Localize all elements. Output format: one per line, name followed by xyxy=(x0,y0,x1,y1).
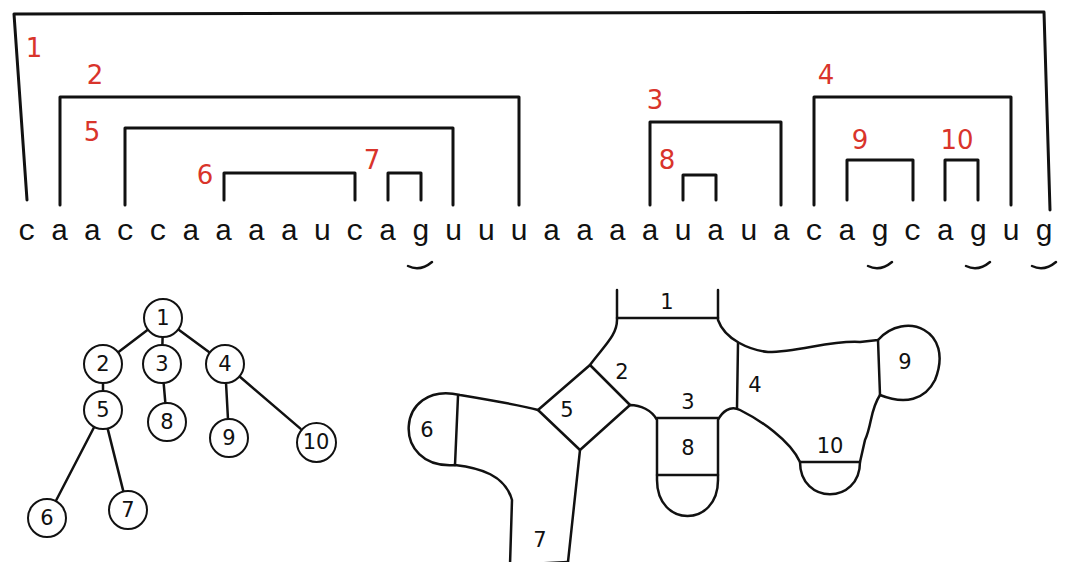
region-line xyxy=(455,396,458,465)
tree-circle: 9 xyxy=(209,418,249,458)
pairing-brackets xyxy=(14,12,1050,210)
region-line xyxy=(657,474,718,477)
underline-mark xyxy=(1032,262,1056,268)
region-line xyxy=(878,340,880,395)
tree-circle: 1 xyxy=(143,298,183,338)
pair-number: 7 xyxy=(364,147,381,173)
region-number: 9 xyxy=(898,352,911,373)
node-number: 8 xyxy=(160,412,173,433)
region-line xyxy=(538,410,580,450)
tree-circle: 6 xyxy=(27,498,67,538)
tree-circle: 10 xyxy=(296,422,337,463)
tree-edge xyxy=(226,384,228,418)
region-line xyxy=(800,461,860,464)
pair-number: 10 xyxy=(940,127,973,153)
pair-number: 2 xyxy=(87,62,104,88)
tree-edge xyxy=(108,429,123,490)
region-line xyxy=(737,343,738,408)
bracket xyxy=(945,160,978,200)
region-number: 1 xyxy=(660,292,673,313)
underline-mark xyxy=(868,262,892,268)
node-number: 3 xyxy=(155,354,168,375)
bracket xyxy=(125,128,453,205)
tree-edge xyxy=(119,330,147,352)
region-number: 8 xyxy=(681,438,694,459)
tree-circle: 8 xyxy=(147,402,187,442)
node-number: 1 xyxy=(156,308,169,329)
tree-circle: 4 xyxy=(205,344,245,384)
tree-circle: 3 xyxy=(142,344,182,384)
region-line xyxy=(617,317,718,320)
region-number: 10 xyxy=(817,436,844,457)
region-number: 5 xyxy=(560,400,573,421)
node-number: 7 xyxy=(121,500,134,521)
underline-mark xyxy=(408,262,432,268)
region-number: 2 xyxy=(615,362,628,383)
g-underlines xyxy=(408,262,1056,268)
pair-number: 5 xyxy=(84,119,101,145)
loop-diagram xyxy=(409,290,940,562)
region-number: 7 xyxy=(533,530,546,551)
tree-edge xyxy=(240,377,300,429)
bracket xyxy=(683,175,716,200)
region-number: 6 xyxy=(420,420,433,441)
pair-number: 3 xyxy=(647,87,664,113)
underline-mark xyxy=(966,262,990,268)
tree-circle: 2 xyxy=(83,344,123,384)
bracket xyxy=(224,173,355,200)
bracket xyxy=(60,97,519,205)
bracket xyxy=(650,122,781,205)
pair-number: 8 xyxy=(659,147,676,173)
node-number: 9 xyxy=(222,428,235,449)
pair-number: 6 xyxy=(197,162,214,188)
node-number: 6 xyxy=(40,508,53,529)
tree-circle: 7 xyxy=(108,490,148,530)
pair-number: 9 xyxy=(852,127,869,153)
rna-sequence: caaccaaaaucaguuuaaaauauacagcagug xyxy=(18,214,1067,250)
region-line xyxy=(657,417,718,420)
pair-number: 4 xyxy=(818,62,835,88)
tree-circle: 5 xyxy=(83,390,123,430)
pair-number: 1 xyxy=(26,35,43,61)
bracket xyxy=(814,97,1011,205)
region-number: 3 xyxy=(681,392,694,413)
tree-edge xyxy=(164,384,166,402)
bracket xyxy=(847,160,913,200)
node-number: 5 xyxy=(96,400,109,421)
node-number: 2 xyxy=(96,354,109,375)
region-number: 4 xyxy=(748,375,761,396)
node-number: 10 xyxy=(303,432,330,453)
loop-outline xyxy=(409,290,940,562)
node-number: 4 xyxy=(218,354,231,375)
tree-edge xyxy=(179,330,209,352)
bracket xyxy=(388,173,421,200)
bracket xyxy=(14,12,1050,210)
tree-edge xyxy=(56,428,94,500)
